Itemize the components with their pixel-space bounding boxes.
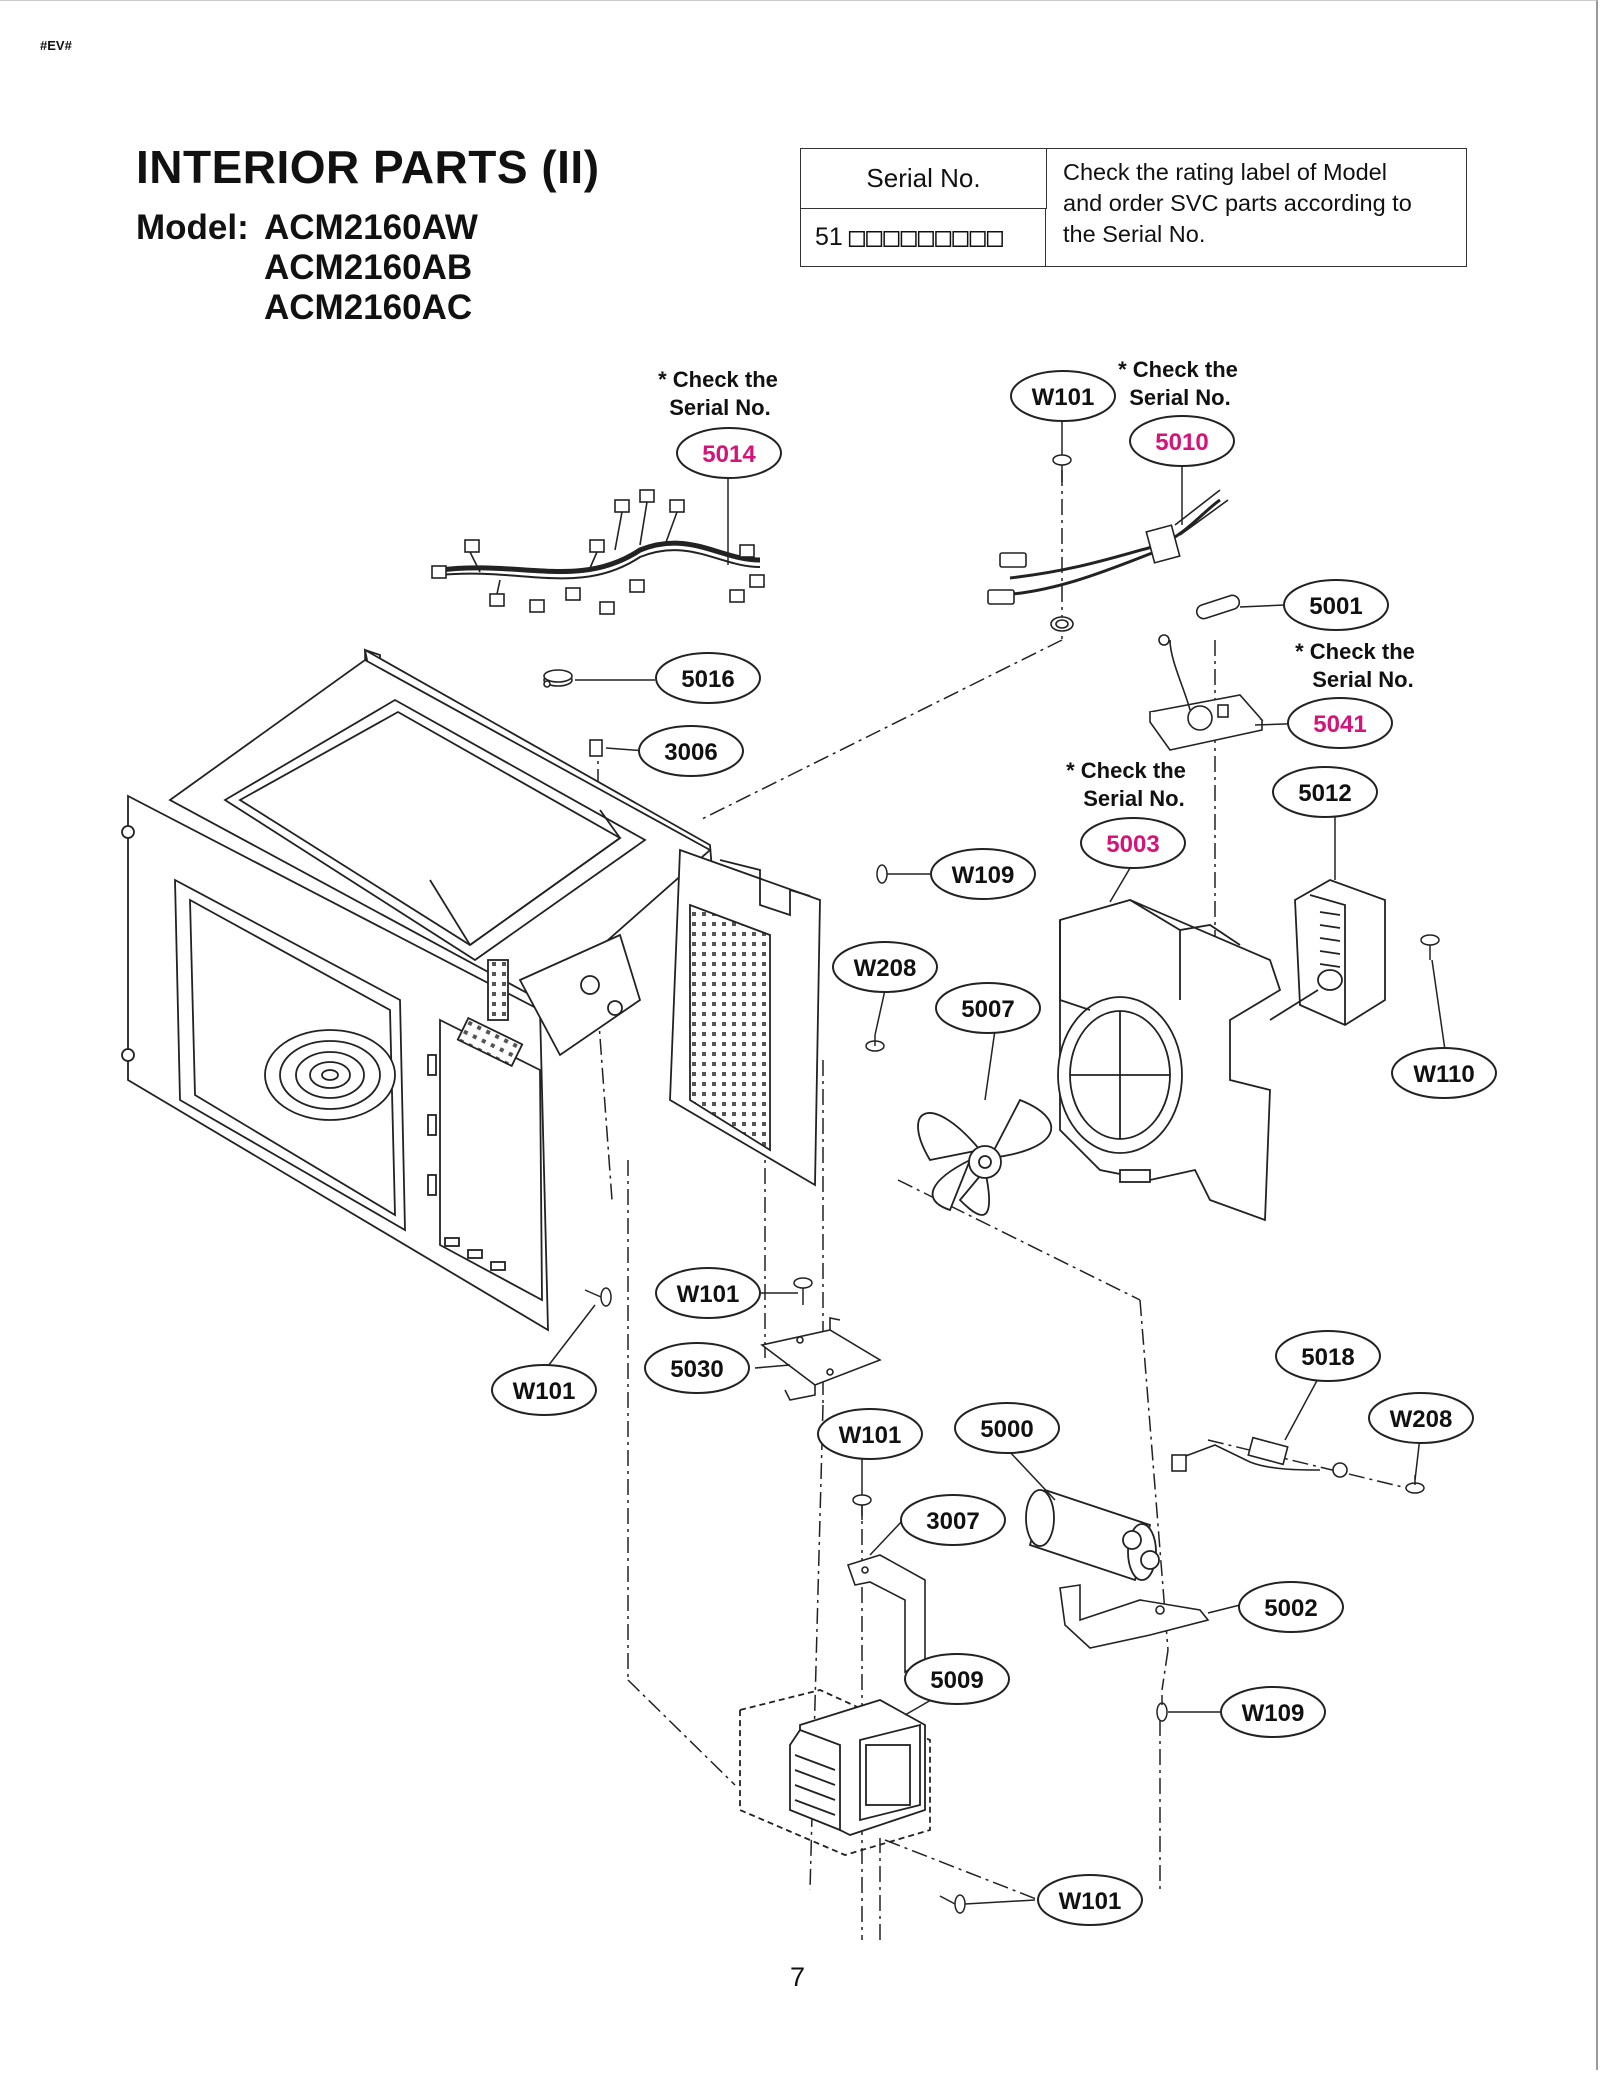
callout-3006: 3006 [664, 739, 717, 766]
serial-note-line-3: the Serial No. [1063, 221, 1206, 247]
serial-header: Serial No. [801, 149, 1047, 209]
screw-w110 [1420, 934, 1440, 960]
document-tag: #EV# [40, 38, 72, 53]
callout-5016: 5016 [681, 666, 734, 693]
air-guide-5003 [1057, 899, 1282, 1222]
screw-w101-bottom [939, 1894, 966, 1914]
callout-w101-mid: W101 [677, 1281, 740, 1308]
serial-note-line-2: and order SVC parts according to [1063, 190, 1412, 216]
screw-w101-left [584, 1287, 612, 1307]
callout-5014: 5014 [702, 441, 756, 468]
serial-entry: 51 □□□□□□□□□ [801, 208, 1046, 266]
callout-3007: 3007 [926, 1508, 979, 1535]
bracket-5030 [760, 1317, 882, 1401]
screw-w101-top [1052, 454, 1072, 482]
serial-table: Serial No. 51 □□□□□□□□□ Check the rating… [800, 148, 1467, 267]
thermostat-5016 [543, 669, 573, 688]
callout-5012: 5012 [1298, 780, 1351, 807]
check-note-5041-line2: Serial No. [1312, 667, 1413, 692]
model-3: ACM2160AC [264, 288, 473, 327]
callout-w109-low: W109 [1242, 1700, 1305, 1727]
page-title: INTERIOR PARTS (II) [136, 141, 600, 193]
callout-w110: W110 [1413, 1061, 1474, 1088]
screw-w101-mid [793, 1277, 813, 1305]
serial-prefix: 51 [815, 222, 843, 251]
callout-ovals [491, 370, 1497, 1926]
magnetron-5009 [739, 1689, 931, 1856]
model-label: Model: [136, 208, 249, 247]
callout-5000: 5000 [980, 1416, 1033, 1443]
screw-w208-right [1405, 1475, 1425, 1494]
check-note-5041-line1: * Check the [1295, 639, 1415, 664]
serial-note-line-1: Check the rating label of Model [1063, 159, 1387, 185]
transformer-5012 [1269, 879, 1386, 1027]
callout-5018: 5018 [1301, 1344, 1354, 1371]
callout-5002: 5002 [1264, 1595, 1317, 1622]
screws [584, 454, 1440, 1914]
callout-5007: 5007 [961, 996, 1014, 1023]
callout-5003: 5003 [1106, 831, 1159, 858]
callout-5041: 5041 [1313, 711, 1366, 738]
noise-board-5041 [1148, 634, 1264, 751]
callout-5030: 5030 [670, 1356, 723, 1383]
capacitor-5000 [1025, 1488, 1160, 1582]
wire-harness-5014 [431, 489, 765, 615]
wire-5010 [987, 489, 1229, 632]
model-1: ACM2160AW [264, 208, 478, 247]
diode-5018 [1171, 1436, 1348, 1478]
page-number: 7 [790, 1962, 806, 1992]
check-note-5010-line2: Serial No. [1129, 385, 1230, 410]
capacitor-bracket-5002 [1059, 1584, 1210, 1649]
check-note-5003-line1: * Check the [1066, 758, 1186, 783]
screw-w101-low [852, 1494, 872, 1520]
screw-w208-mid [865, 1035, 885, 1052]
callout-5001: 5001 [1309, 593, 1362, 620]
callout-w109-top: W109 [952, 862, 1015, 889]
part-3006 [589, 739, 603, 757]
oven-cavity [121, 648, 821, 1332]
fan-blade-5007 [917, 1098, 1052, 1216]
check-note-5014-line1: * Check the [658, 367, 778, 392]
callout-5009: 5009 [930, 1667, 983, 1694]
callout-w101-bottom: W101 [1059, 1888, 1122, 1915]
serial-note: Check the rating label of Model and orde… [1063, 157, 1463, 250]
callout-w101-top: W101 [1032, 384, 1095, 411]
model-2: ACM2160AB [264, 248, 473, 287]
screw-w109-top [876, 864, 905, 884]
screw-w109-low [1156, 1695, 1168, 1722]
serial-boxes: □□□□□□□□□ [848, 221, 1005, 253]
callout-w208-mid: W208 [854, 955, 917, 982]
check-note-5014-line2: Serial No. [669, 395, 770, 420]
fuse-5001 [1195, 594, 1241, 620]
callout-w208-right: W208 [1390, 1406, 1453, 1433]
check-note-5003-line2: Serial No. [1083, 786, 1184, 811]
callout-w101-left: W101 [513, 1378, 576, 1405]
bracket-3007 [846, 1554, 926, 1674]
callout-5010: 5010 [1155, 429, 1208, 456]
check-note-5010-line1: * Check the [1118, 357, 1238, 382]
callout-w101-low: W101 [839, 1422, 902, 1449]
